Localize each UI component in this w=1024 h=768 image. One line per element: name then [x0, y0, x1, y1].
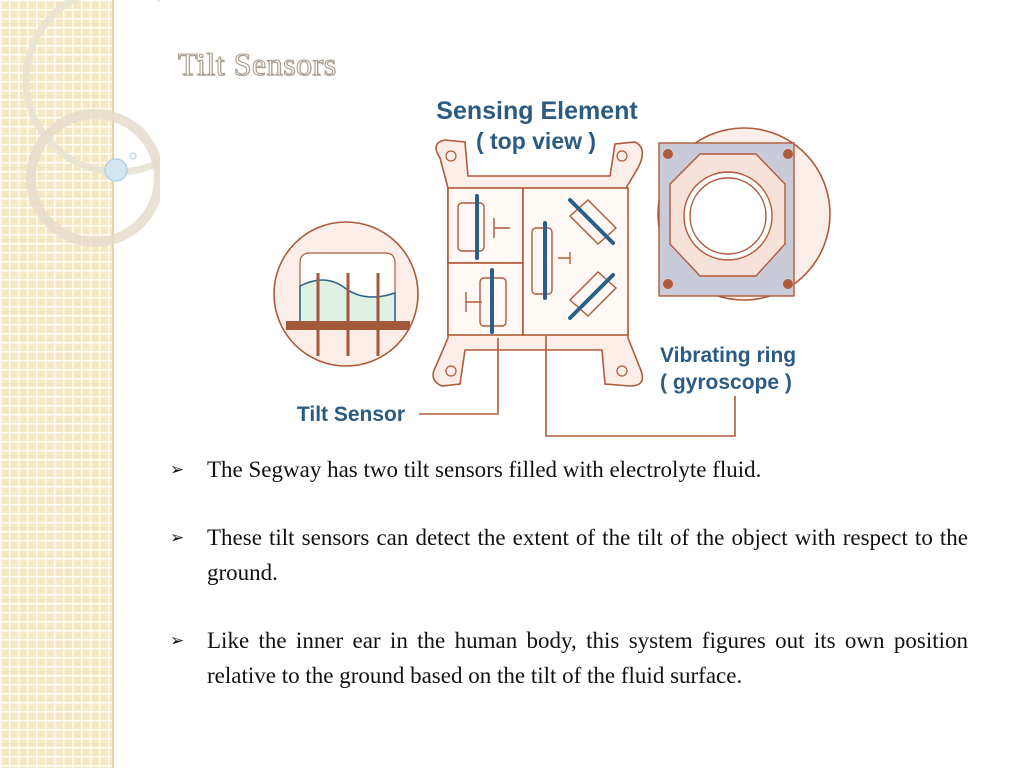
sensor-bars [475, 194, 615, 334]
bullet-text: Like the inner ear in the human body, th… [207, 628, 968, 688]
sidebar-divider [112, 0, 114, 768]
bullet-text: These tilt sensors can detect the extent… [207, 525, 968, 585]
slide-title: Tilt Sensors [177, 45, 337, 82]
bullet-text: The Segway has two tilt sensors filled w… [207, 457, 762, 482]
arrow-bullet-icon: ➢ [170, 631, 185, 650]
mount-holes [445, 150, 628, 377]
decorative-rings [22, 0, 160, 247]
leader-lines [419, 336, 736, 437]
bullet-item: ➢ Like the inner ear in the human body, … [170, 623, 968, 693]
sensing-element-label: Sensing Element [436, 97, 638, 125]
gyroscope-ring [669, 153, 786, 277]
top-view-label: ( top view ) [476, 128, 596, 154]
bullet-list: ➢ The Segway has two tilt sensors filled… [170, 452, 968, 726]
bullet-item: ➢ The Segway has two tilt sensors filled… [170, 452, 968, 487]
vibrating-ring-label: Vibrating ring [660, 344, 796, 367]
arrow-bullet-icon: ➢ [170, 460, 185, 479]
gyroscope-label: ( gyroscope ) [660, 371, 792, 394]
segway-sensor-diagram: Sensing Element ( top view ) [273, 97, 831, 437]
gyroscope-mounts [663, 149, 793, 289]
arrow-bullet-icon: ➢ [170, 528, 185, 547]
tilt-sensor-detail [286, 252, 410, 356]
bullet-item: ➢ These tilt sensors can detect the exte… [170, 520, 968, 590]
tilt-sensor-label: Tilt Sensor [297, 403, 405, 426]
